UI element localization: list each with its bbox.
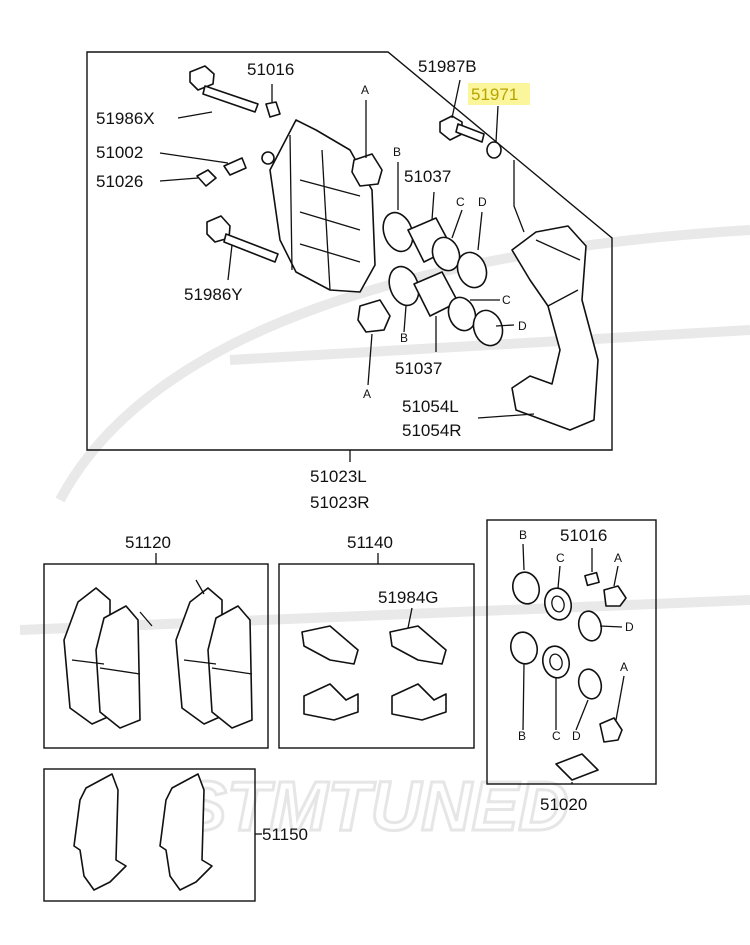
label-c-lower: C [502,293,511,307]
label-kit-d-lower: D [572,729,581,743]
label-51037-upper: 51037 [404,167,451,186]
label-51150: 51150 [262,825,308,844]
label-kit-a-lower: A [620,660,628,674]
label-51986y: 51986Y [184,285,243,304]
label-b-upper: B [393,145,401,159]
brake-pads-part [63,579,253,729]
watermark-text: STMTUNED [180,767,569,845]
clip-kit-box [278,563,475,749]
piston-group-upper [382,211,488,289]
label-51986x: 51986X [96,109,155,128]
label-51971: 51971 [471,85,518,104]
label-kit-c-lower: C [552,729,561,743]
label-c-upper: C [456,195,465,209]
bolt-upper-part [189,65,259,113]
label-51054r: 51054R [402,421,462,440]
label-kit-b-lower: B [518,729,526,743]
label-51023r: 51023R [310,493,370,512]
label-d-upper: D [478,195,487,209]
label-a-upper: A [361,83,369,97]
highlight-51971 [468,83,530,105]
label-b-lower: B [400,331,408,345]
label-51002: 51002 [96,143,143,162]
label-51016: 51016 [247,60,294,79]
label-51120: 51120 [125,533,171,552]
pad-shims-part [73,773,213,891]
leader-lines-top [159,79,535,419]
piston-group-lower [388,265,504,347]
seal-kit-parts [509,571,627,781]
label-51984g: 51984G [378,588,439,607]
shim-set-box [43,768,256,902]
label-51020: 51020 [540,795,587,814]
leader-lines-kit [522,543,625,784]
caliper-pin-part [265,101,281,118]
label-51026: 51026 [96,172,143,191]
label-51023l: 51023L [310,467,367,486]
caliper-assembly-box [86,51,613,451]
support-bolt-part [439,115,485,143]
label-51054l: 51054L [402,397,459,416]
boot-lower-part [357,299,391,333]
label-d-lower: D [518,319,527,333]
caliper-support-part [511,225,599,431]
pad-set-box [43,563,269,749]
label-51140: 51140 [347,533,393,552]
bolt-lower-part [206,215,279,263]
pad-clips-part [301,625,447,721]
label-a-lower: A [363,387,371,401]
caliper-body-part [261,119,376,293]
bleeder-cap-part [223,157,247,176]
boot-upper-part [351,153,383,187]
label-kit-d-upper: D [625,620,634,634]
bleeder-screw-part [196,169,217,187]
label-kit-51016: 51016 [560,526,607,545]
label-51037-lower: 51037 [395,359,442,378]
label-51987b: 51987B [418,57,477,76]
label-kit-b-upper: B [519,528,527,542]
label-kit-c-upper: C [556,551,565,565]
support-washer-part [486,141,502,159]
label-kit-a-upper: A [614,551,622,565]
